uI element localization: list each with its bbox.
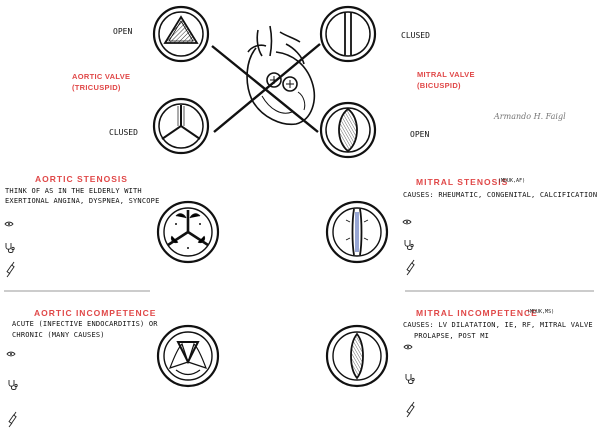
mitral-closed-label: CLUSED: [401, 31, 430, 40]
mitral-incompetence-text-2: PROLAPSE, POST MI: [414, 332, 490, 340]
eye-icon: [403, 344, 413, 350]
mitral-valve-closed: [319, 5, 377, 63]
aortic-stenosis-title: AORTIC STENOSIS: [35, 174, 128, 184]
stethoscope-icon: [404, 239, 414, 250]
mitral-incompetence-title: MITRAL INCOMPETENCE: [416, 308, 538, 318]
aortic-stenosis-text-2: EXERTIONAL ANGINA, DYSPNEA, SYNCOPE: [5, 197, 160, 205]
mitral-valve-title: MITRAL VALVE: [417, 70, 475, 79]
eye-icon: [402, 219, 412, 225]
cross-lines: [211, 43, 321, 133]
mitral-incompetence-text-1: CAUSES: LV DILATATION, IE, RF, MITRAL VA…: [403, 321, 593, 329]
mitral-valve-subtitle: (BICUSPID): [417, 81, 461, 90]
mitral-incompetence-tag: (MDUK,MS): [527, 309, 555, 315]
aortic-incompetence-valve: [156, 324, 220, 388]
aortic-closed-label: CLUSED: [109, 128, 138, 137]
aortic-incompetence-text-1: ACUTE (INFECTIVE ENDOCARDITIS) OR: [12, 320, 158, 328]
stethoscope-icon: [8, 379, 18, 390]
aortic-valve-title: AORTIC VALVE: [72, 72, 131, 81]
signature: Armando H. Faigl: [494, 112, 566, 121]
syringe-icon: [6, 261, 15, 278]
aortic-stenosis-text-1: THINK OF AS IN THE ELDERLY WITH: [5, 187, 142, 195]
mitral-incompetence-valve: [325, 324, 389, 388]
eye-icon: [6, 351, 16, 357]
heart-sketch: [246, 25, 316, 126]
stethoscope-icon: [5, 242, 15, 253]
eye-icon: [4, 221, 14, 227]
stethoscope-icon: [405, 373, 415, 384]
syringe-icon: [406, 259, 415, 276]
mitral-stenosis-tag: (MDUK,AF): [498, 178, 526, 184]
mitral-stenosis-text-1: CAUSES: RHEUMATIC, CONGENITAL, CALCIFICA…: [403, 191, 598, 199]
mitral-open-label: OPEN: [410, 130, 430, 139]
aortic-valve-subtitle: (TRICUSPID): [72, 83, 121, 92]
syringe-icon: [8, 411, 17, 428]
syringe-icon: [406, 401, 415, 418]
mitral-stenosis-valve: [325, 200, 389, 264]
aortic-valve-open: [152, 5, 210, 63]
aortic-valve-closed: [152, 97, 210, 155]
aortic-stenosis-valve: [156, 200, 220, 264]
aortic-incompetence-title: AORTIC INCOMPETENCE: [34, 308, 157, 318]
mitral-valve-open: [319, 101, 377, 159]
aortic-incompetence-text-2: CHRONIC (MANY CAUSES): [12, 331, 105, 339]
aortic-open-label: OPEN: [113, 27, 133, 36]
mitral-stenosis-title: MITRAL STENOSIS: [416, 177, 509, 187]
